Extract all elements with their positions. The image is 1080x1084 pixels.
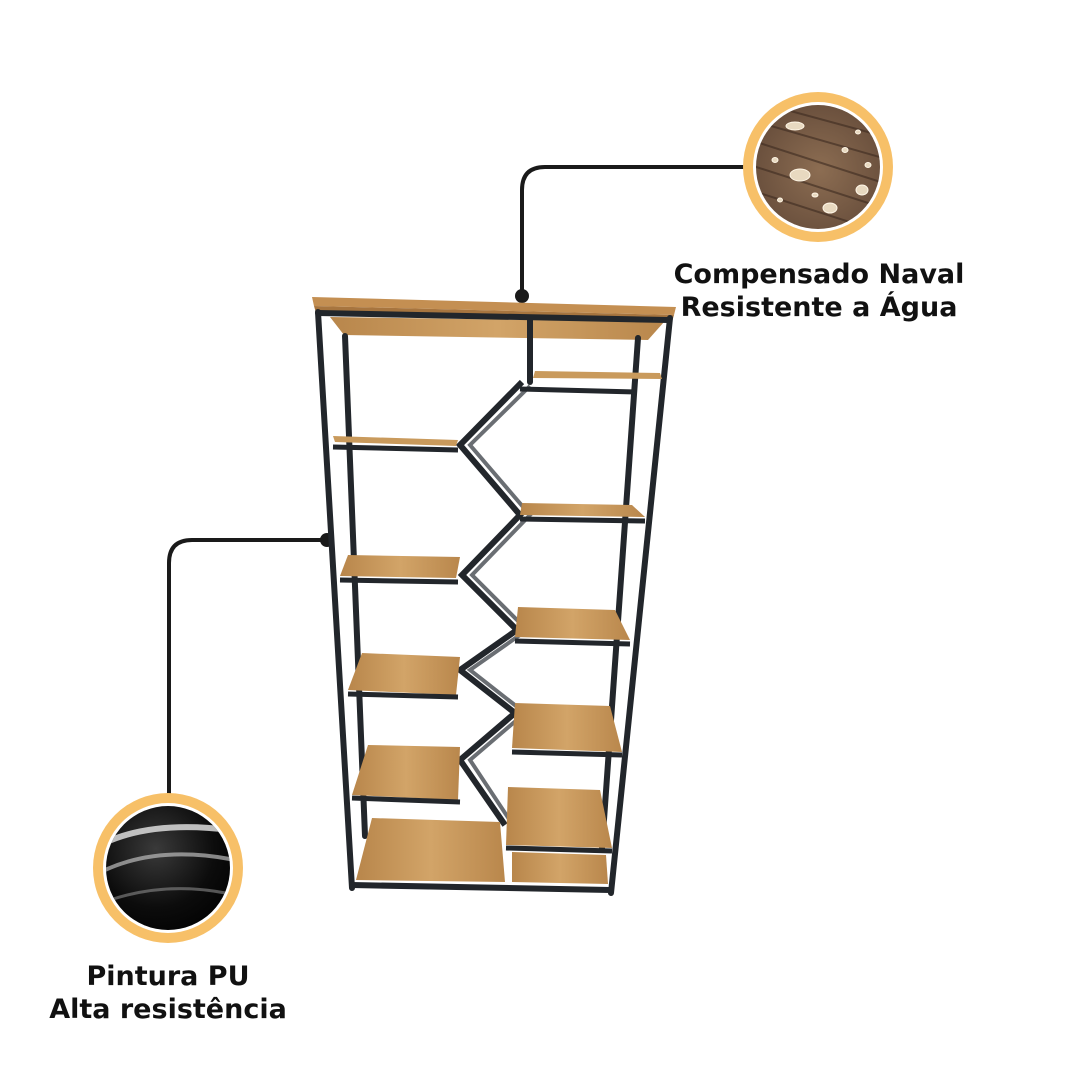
feature-label-compensado: Compensado Naval Resistente a Água	[640, 258, 998, 324]
feature-title-line2: Alta resistência	[49, 994, 287, 1025]
feature-title-line1: Compensado Naval	[673, 259, 965, 290]
right-shelves	[505, 371, 662, 884]
left-shelves	[332, 436, 505, 882]
glossy-black-paint-icon	[93, 793, 243, 943]
top-wood-plank	[312, 297, 676, 315]
feature-title-line1: Pintura PU	[86, 961, 250, 992]
bookshelf-image	[312, 297, 676, 896]
callout-line-bottom	[167, 538, 327, 795]
water-drops-on-wood-icon	[743, 92, 893, 242]
feature-title-line2: Resistente a Água	[680, 292, 958, 323]
feature-label-pintura: Pintura PU Alta resistência	[28, 960, 308, 1026]
callout-line-top	[520, 165, 745, 296]
callout-dot-top	[515, 289, 529, 303]
